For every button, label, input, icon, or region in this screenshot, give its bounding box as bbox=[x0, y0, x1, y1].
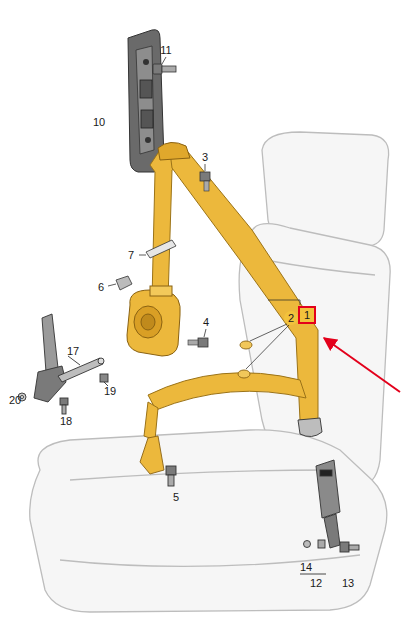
seat bbox=[30, 132, 390, 612]
callout-number: 20 bbox=[9, 394, 21, 406]
belt-tongue bbox=[298, 418, 322, 437]
seat-cushion bbox=[30, 430, 387, 612]
callout-number: 2 bbox=[288, 312, 294, 324]
callout-number: 11 bbox=[160, 44, 171, 56]
leader-line bbox=[268, 300, 300, 305]
callout-number: 1 bbox=[304, 309, 310, 321]
belt-buckle-left bbox=[18, 314, 108, 414]
callout-number: 4 bbox=[203, 316, 209, 328]
bolt-11 bbox=[153, 57, 176, 74]
callout-number: 7 bbox=[128, 249, 134, 261]
belt-clip bbox=[139, 240, 176, 258]
callout-number: 3 bbox=[202, 151, 208, 163]
belt-webbing bbox=[144, 148, 318, 440]
callout-box: 1 bbox=[298, 306, 316, 324]
pointer-arrow bbox=[324, 338, 400, 392]
callout-number: 14 bbox=[300, 561, 312, 573]
lower-anchor bbox=[140, 436, 176, 486]
callout-number: 13 bbox=[342, 577, 354, 589]
clip-6 bbox=[108, 276, 132, 290]
callout-number: 10 bbox=[93, 116, 105, 128]
belt-guide bbox=[158, 142, 210, 191]
callout-number: 5 bbox=[173, 491, 179, 503]
belt-retractor bbox=[127, 286, 208, 356]
callout-number: 18 bbox=[60, 415, 72, 427]
trim-caps bbox=[238, 311, 298, 378]
callout-number: 12 bbox=[310, 577, 322, 589]
callout-number: 19 bbox=[104, 385, 116, 397]
belt-buckle-right bbox=[300, 460, 359, 574]
callout-number: 17 bbox=[67, 345, 79, 357]
callout-number: 6 bbox=[98, 281, 104, 293]
